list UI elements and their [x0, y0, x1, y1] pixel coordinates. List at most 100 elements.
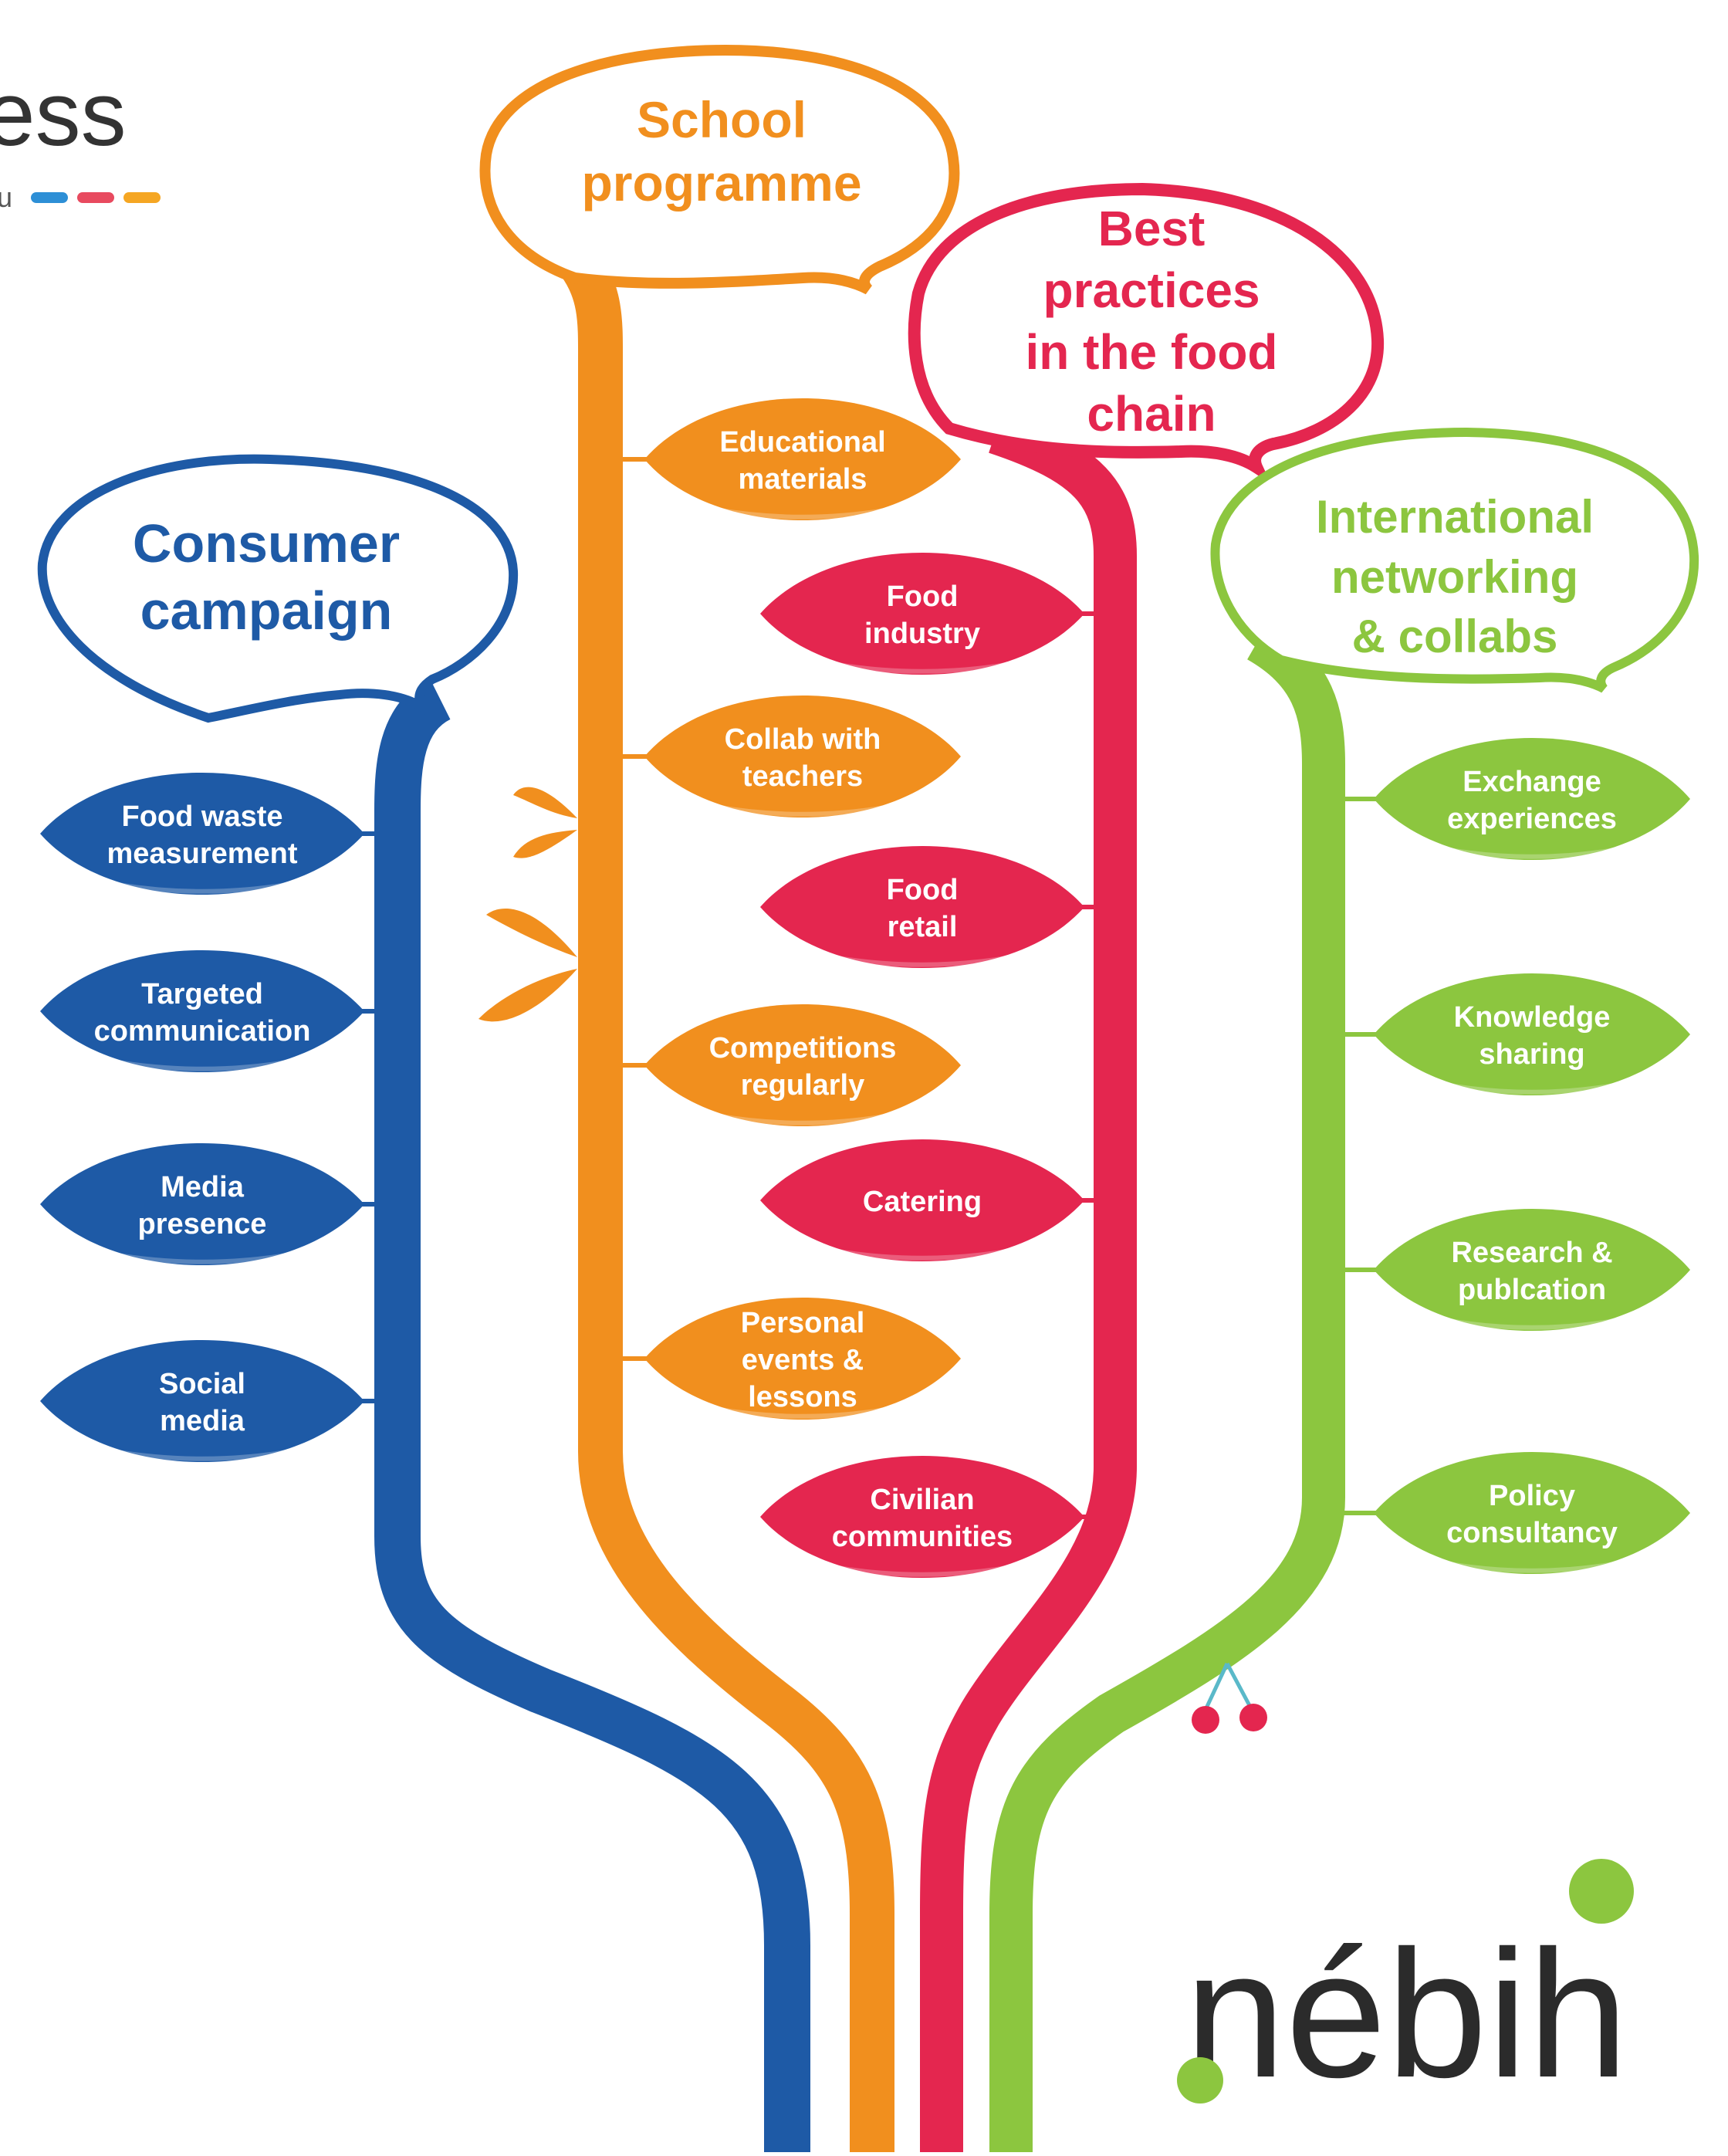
leaf-label-line: regularly [741, 1069, 865, 1102]
leaf-label-line: consultancy [1446, 1517, 1618, 1549]
leaf-highlight [1442, 1081, 1621, 1095]
bubble-practices-outline [908, 182, 1385, 484]
bubble-international-outline [1210, 427, 1699, 693]
leaf-consumer-1: Targeted communication [40, 949, 397, 1073]
leaf-highlight [830, 1564, 1014, 1577]
leaf-label-line: Media [161, 1171, 245, 1203]
sprout-leaf [478, 969, 577, 1022]
leaf-shape [644, 1004, 961, 1127]
leaf-label-line: industry [864, 618, 980, 650]
stem-practices [920, 411, 1137, 2156]
logo-top-text: ess [0, 63, 127, 165]
leaf-label-line: presence [138, 1208, 267, 1240]
bubble-international: International networking & collabs [1210, 427, 1699, 693]
leaf-highlight [110, 1058, 294, 1071]
bubble-school: School programme [479, 44, 960, 295]
leaf-label-line: Competitions [709, 1032, 897, 1064]
sprout-leaf [486, 909, 577, 957]
logo-dash-blue [31, 192, 68, 203]
leaf-label-line: Food waste [121, 800, 282, 833]
bubble-international-title-line3: & collabs [1352, 611, 1558, 662]
logo-dash-orange [123, 192, 161, 203]
leaf-label-line: events & [742, 1344, 864, 1376]
leaf-label-line: Knowledge [1454, 1001, 1611, 1034]
leaf-highlight [110, 881, 294, 894]
leaf-highlight [830, 661, 1014, 674]
leaf-label-line: teachers [742, 760, 863, 793]
cherry [1239, 1704, 1267, 1731]
logo-bottom: nébih [1177, 1859, 1634, 2115]
leaf-highlight [713, 1406, 892, 1419]
leaf-label-line: media [160, 1405, 245, 1437]
leaf-label-line: communication [94, 1015, 311, 1048]
bubble-international-title-line1: International [1316, 491, 1594, 543]
leaf-practices-0: Food industry [760, 552, 1115, 675]
leaf-school-0: Educational materials [600, 398, 961, 521]
leaf-shape [40, 772, 364, 895]
logo-dash-red [77, 192, 114, 203]
leaf-label-line: Policy [1489, 1480, 1575, 1512]
leaf-consumer-3: Social media [40, 1339, 397, 1463]
leaf-label-line: lessons [748, 1381, 857, 1413]
leaf-international-3: Policy consultancy [1324, 1451, 1690, 1575]
leaf-consumer-2: Media presence [40, 1142, 397, 1266]
leaf-shape [760, 1455, 1084, 1579]
bubble-consumer-outline [37, 454, 519, 723]
leaf-shape [1374, 1451, 1690, 1575]
leaf-label-line: communities [832, 1521, 1013, 1553]
leaf-international-2: Research & publcation [1324, 1208, 1690, 1332]
logo-bottom-text: nébih [1185, 1912, 1628, 2115]
leaf-label-line: Research & [1451, 1237, 1612, 1269]
bubble-practices-title-line2: practices [1043, 262, 1260, 318]
leaf-school-3: Personal events & lessons [600, 1297, 961, 1420]
logo-bottom-dot [1569, 1859, 1634, 1924]
leaf-shape [760, 845, 1084, 969]
bubble-consumer-title-line1: Consumer [133, 513, 400, 574]
leaf-label-line: Food [887, 580, 959, 613]
leaf-shape [644, 1297, 961, 1420]
leaf-highlight [110, 1448, 294, 1461]
leaf-label-line: Collab with [725, 723, 881, 756]
leaf-label-line: Personal [741, 1307, 865, 1339]
leaf-school-1: Collab with teachers [600, 695, 961, 818]
bubble-international-title-line2: networking [1331, 551, 1578, 603]
leaf-highlight [830, 954, 1014, 967]
logo-top: ess u [0, 63, 161, 213]
leaf-label-line: Targeted [141, 978, 263, 1010]
leaf-shape [1374, 973, 1690, 1096]
bubble-school-outline [479, 44, 960, 295]
sprout-leaf [513, 830, 577, 858]
leaf-shape [1374, 1208, 1690, 1332]
bubble-consumer: Consumer campaign [37, 454, 519, 723]
leaf-label-line: Social [159, 1368, 245, 1400]
bubble-school-title-line2: programme [581, 154, 861, 212]
leaf-highlight [1442, 1317, 1621, 1330]
bubble-consumer-title-line2: campaign [140, 580, 393, 641]
leaf-international-1: Knowledge sharing [1324, 973, 1690, 1096]
stem-international [989, 621, 1345, 2156]
leaf-label-line: Civilian [870, 1484, 974, 1516]
leaf-label-line: materials [739, 463, 867, 496]
logo-top-subtext: u [0, 181, 12, 213]
leaf-highlight [713, 804, 892, 817]
leaf-shape [40, 1339, 364, 1463]
bubble-practices-title-line4: chain [1087, 386, 1216, 442]
cherries-decoration [1192, 1662, 1267, 1734]
leaf-highlight [110, 1251, 294, 1264]
bubble-practices-title-line1: Best [1098, 201, 1206, 256]
leaf-label-line: sharing [1479, 1038, 1584, 1071]
leaf-label-line: retail [888, 911, 958, 943]
bubble-school-title-line1: School [637, 91, 807, 148]
leaf-label-line: publcation [1458, 1274, 1606, 1306]
leaf-label-line: Educational [719, 426, 885, 459]
leaf-highlight [1442, 846, 1621, 859]
sprout-leaf [513, 787, 577, 818]
leaf-highlight [713, 506, 892, 520]
leaf-practices-2: Catering [760, 1139, 1115, 1262]
leaf-shape [40, 1142, 364, 1266]
